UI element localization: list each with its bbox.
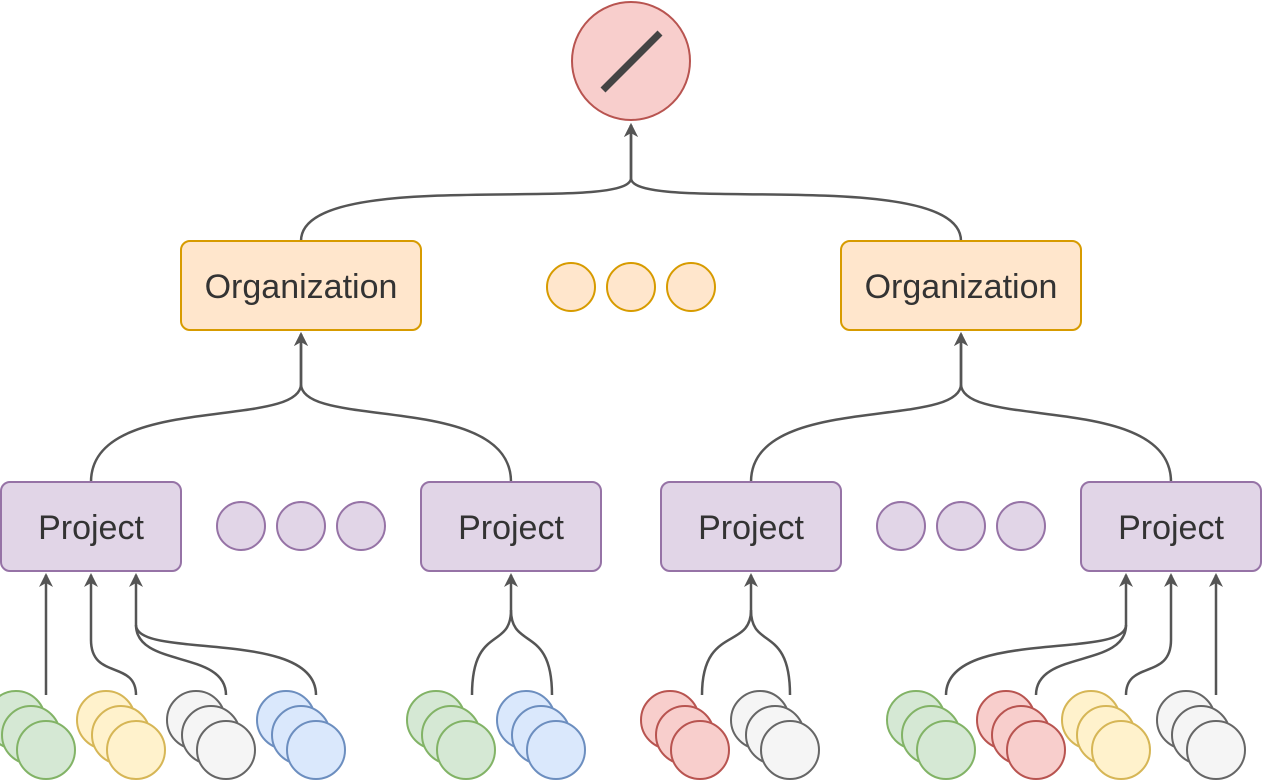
leaf-stack-gray[interactable] <box>730 690 820 780</box>
ellipsis-dot <box>876 501 926 551</box>
leaf-circle <box>1186 720 1246 780</box>
leaf-circle <box>526 720 586 780</box>
leaf-stack-red[interactable] <box>976 690 1066 780</box>
leaf-stack-green[interactable] <box>0 690 76 780</box>
edge-arrow <box>749 332 968 483</box>
edge-arrow <box>299 123 638 242</box>
edge-arrow <box>509 609 554 696</box>
leaf-stack-blue[interactable] <box>496 690 586 780</box>
leaf-circle <box>670 720 730 780</box>
root-node[interactable] <box>571 1 691 121</box>
leaf-stack-red[interactable] <box>640 690 730 780</box>
ellipsis-dot <box>606 262 656 312</box>
leaf-circle <box>16 720 76 780</box>
edge-arrow <box>749 609 792 696</box>
ellipsis-dot <box>336 501 386 551</box>
leaf-circle <box>106 720 166 780</box>
edge-arrow <box>134 624 318 696</box>
ellipsis-dot <box>216 501 266 551</box>
project-node[interactable]: Project <box>660 481 842 572</box>
leaf-circle <box>916 720 976 780</box>
ellipsis-dot <box>276 501 326 551</box>
ellipsis-dot <box>546 262 596 312</box>
leaf-stack-gray[interactable] <box>166 690 256 780</box>
project-label: Project <box>458 509 564 547</box>
leaf-stack-gray[interactable] <box>1156 690 1246 780</box>
ellipsis-dot <box>666 262 716 312</box>
edge-arrow <box>624 123 963 242</box>
leaf-stack-yellow[interactable] <box>1061 690 1151 780</box>
leaf-circle <box>436 720 496 780</box>
project-node[interactable]: Project <box>0 481 182 572</box>
leaf-circle <box>760 720 820 780</box>
organization-label: Organization <box>205 268 398 306</box>
edge-arrow <box>944 573 1133 696</box>
project-label: Project <box>1118 509 1224 547</box>
leaf-stack-green[interactable] <box>406 690 496 780</box>
project-node[interactable]: Project <box>1080 481 1262 572</box>
edge-arrow <box>470 573 518 696</box>
ellipsis-dot <box>996 501 1046 551</box>
project-label: Project <box>38 509 144 547</box>
project-ellipsis <box>216 501 386 551</box>
edge-arrow <box>84 573 138 696</box>
edge-arrow <box>700 573 758 696</box>
edge-arrow <box>1034 624 1128 696</box>
project-ellipsis <box>876 501 1046 551</box>
leaf-circle <box>286 720 346 780</box>
ellipsis-dot <box>936 501 986 551</box>
organization-label: Organization <box>865 268 1058 306</box>
organization-node[interactable]: Organization <box>840 240 1082 331</box>
edge-arrow <box>89 332 308 483</box>
organization-node[interactable]: Organization <box>180 240 422 331</box>
edge-arrow <box>294 332 513 483</box>
leaf-stack-yellow[interactable] <box>76 690 166 780</box>
organization-ellipsis <box>546 262 716 312</box>
leaf-circle <box>196 720 256 780</box>
leaf-circle <box>1006 720 1066 780</box>
project-node[interactable]: Project <box>420 481 602 572</box>
edges <box>39 123 1223 696</box>
leaf-stack-green[interactable] <box>886 690 976 780</box>
project-label: Project <box>698 509 804 547</box>
edge-arrow <box>1124 573 1178 696</box>
leaf-circle <box>1091 720 1151 780</box>
root-slash-icon <box>600 30 663 93</box>
leaf-stacks <box>0 690 1246 780</box>
edge-arrow <box>954 332 1173 483</box>
edge-arrow <box>129 573 228 696</box>
leaf-stack-blue[interactable] <box>256 690 346 780</box>
